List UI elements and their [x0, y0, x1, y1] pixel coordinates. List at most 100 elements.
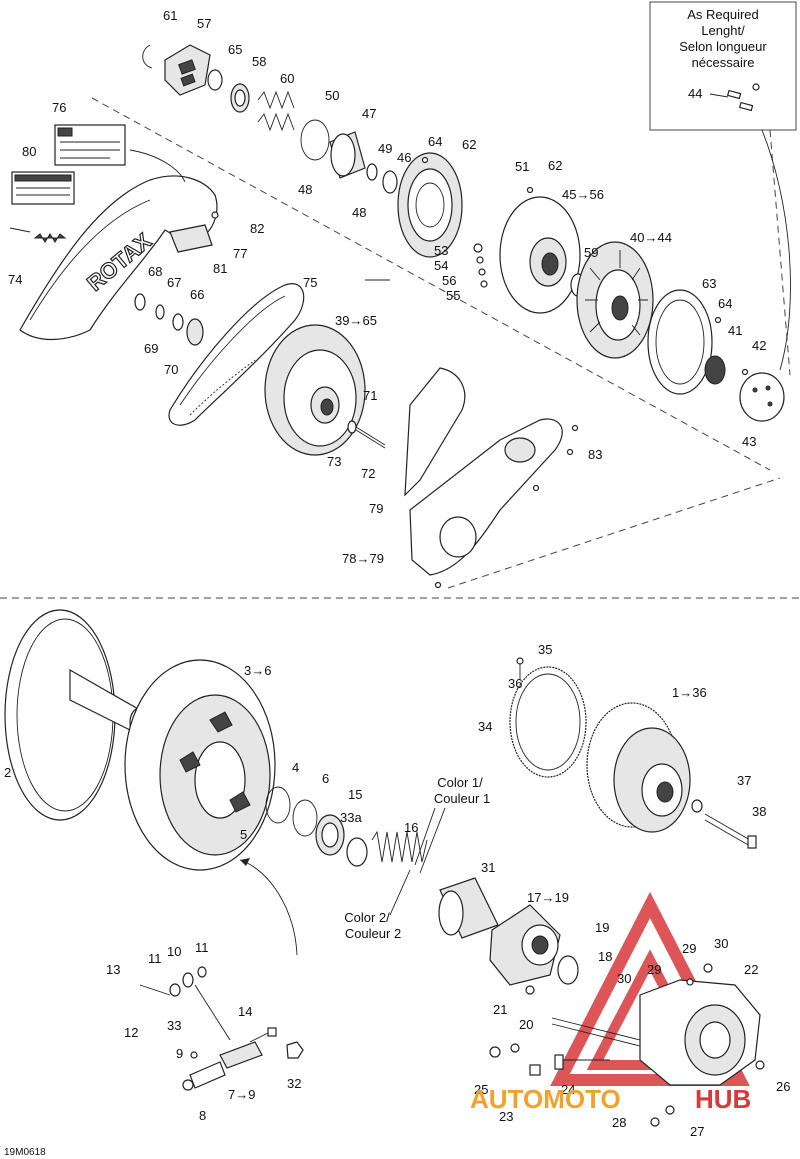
nut-32 [286, 1041, 304, 1059]
callout-82: 82 [250, 221, 264, 236]
frame-line-right [769, 129, 791, 376]
nut-28 [650, 1117, 660, 1127]
callout-63: 63 [702, 276, 716, 291]
screw-29 [686, 978, 694, 986]
spring-16 [371, 830, 428, 863]
small-parts-53-56 [473, 243, 488, 288]
callout-62: 62 [548, 158, 562, 173]
callout-76: 76 [52, 100, 66, 115]
callout-50: 50 [325, 88, 339, 103]
callout-34: 34 [478, 719, 492, 734]
bolt-72 [347, 420, 386, 449]
frame-line-bottom [447, 477, 781, 589]
callout-68: 68 [148, 264, 162, 279]
color2-label-line2: Couleur 2 [345, 926, 401, 941]
nut-26 [755, 1060, 765, 1070]
callout-5: 5 [240, 827, 247, 842]
callout-13: 13 [106, 962, 120, 977]
screw-78 [434, 581, 442, 589]
callout-59: 59 [584, 245, 598, 260]
callout-9: 9 [176, 1046, 183, 1061]
callout-53: 53 [434, 243, 448, 258]
drop-9 [190, 1051, 198, 1059]
callout-42: 42 [752, 338, 766, 353]
nut-30 [703, 963, 713, 973]
callout-11: 11 [195, 940, 209, 955]
screw-51 [526, 186, 534, 194]
washer-49 [366, 163, 378, 181]
note-box: As Required Lenght/ Selon longueur néces… [649, 1, 797, 131]
callout-24: 24 [561, 1082, 575, 1097]
callout-25: 25 [474, 1082, 488, 1097]
arrow-head [240, 858, 250, 866]
sheave-disk-2 [4, 609, 151, 821]
callout-46: 46 [397, 150, 411, 165]
callout-27: 27 [690, 1124, 704, 1139]
hub-17 [489, 904, 561, 986]
callout-30: 30 [617, 971, 631, 986]
nut-27 [665, 1105, 675, 1115]
washer-65 [207, 69, 223, 91]
callout-22: 22 [744, 962, 758, 977]
callout-74: 74 [8, 272, 22, 287]
callout-35: 35 [538, 642, 552, 657]
bolt-20 [551, 1017, 641, 1047]
sleeve-47 [329, 131, 366, 179]
callout-41: 41 [728, 323, 742, 338]
color2-label-line1: Color 2/ [344, 910, 390, 925]
bolt-icon [709, 83, 760, 112]
spring-74 [9, 227, 67, 243]
screw-42 [741, 368, 749, 376]
callout-67: 67 [167, 275, 181, 290]
drive-pulley-1 [586, 702, 691, 833]
callout-14: 14 [238, 1004, 252, 1019]
small-parts-66-70 [134, 293, 204, 346]
callout-19: 19 [595, 920, 609, 935]
callout-72: 72 [361, 466, 375, 481]
washer-37 [691, 799, 703, 813]
pin-14 [249, 1027, 277, 1043]
spring-60 [257, 90, 295, 132]
sleeve-31 [438, 877, 499, 939]
callout-2: 2 [4, 765, 11, 780]
screw-83c [532, 484, 540, 492]
callout-18: 18 [598, 949, 612, 964]
callout-32: 32 [287, 1076, 301, 1091]
ring-46 [382, 170, 398, 194]
screw-83a [571, 424, 579, 432]
callout-66: 66 [190, 287, 204, 302]
leader-color2 [389, 869, 411, 916]
pin-13-12 [139, 966, 207, 997]
driven-pulley-39 [264, 324, 366, 456]
callout-23: 23 [499, 1109, 513, 1124]
bolt-38 [704, 813, 757, 849]
drive-belt-75 [168, 283, 305, 426]
warning-label-80 [11, 171, 75, 205]
callout-20: 20 [519, 1017, 533, 1032]
callout-65: 65 [228, 42, 242, 57]
callout-60: 60 [280, 71, 294, 86]
callout-33: 33 [167, 1018, 181, 1033]
callout-75: 75 [303, 275, 317, 290]
color1-label-line2: Couleur 1 [434, 791, 490, 806]
callout-11: 11 [148, 951, 162, 966]
frame-line-top [91, 97, 771, 471]
callout-48: 48 [298, 182, 312, 197]
retainer-ring-61 [142, 44, 153, 69]
leader-76-arrow [129, 149, 186, 183]
bearing-58 [230, 83, 250, 113]
callout-49: 49 [378, 141, 392, 156]
nut-41 [704, 355, 726, 385]
leader-11-10 [194, 984, 231, 1041]
leader-44 [761, 129, 791, 371]
bushing-33a [346, 837, 368, 867]
screw-64 [421, 156, 429, 164]
callout-80: 80 [22, 144, 36, 159]
callout-6: 6 [322, 771, 329, 786]
callout-30: 30 [714, 936, 728, 951]
callout-4: 4 [292, 760, 299, 775]
callout-57: 57 [197, 16, 211, 31]
callout-39-to-65: 39→65 [335, 313, 377, 328]
